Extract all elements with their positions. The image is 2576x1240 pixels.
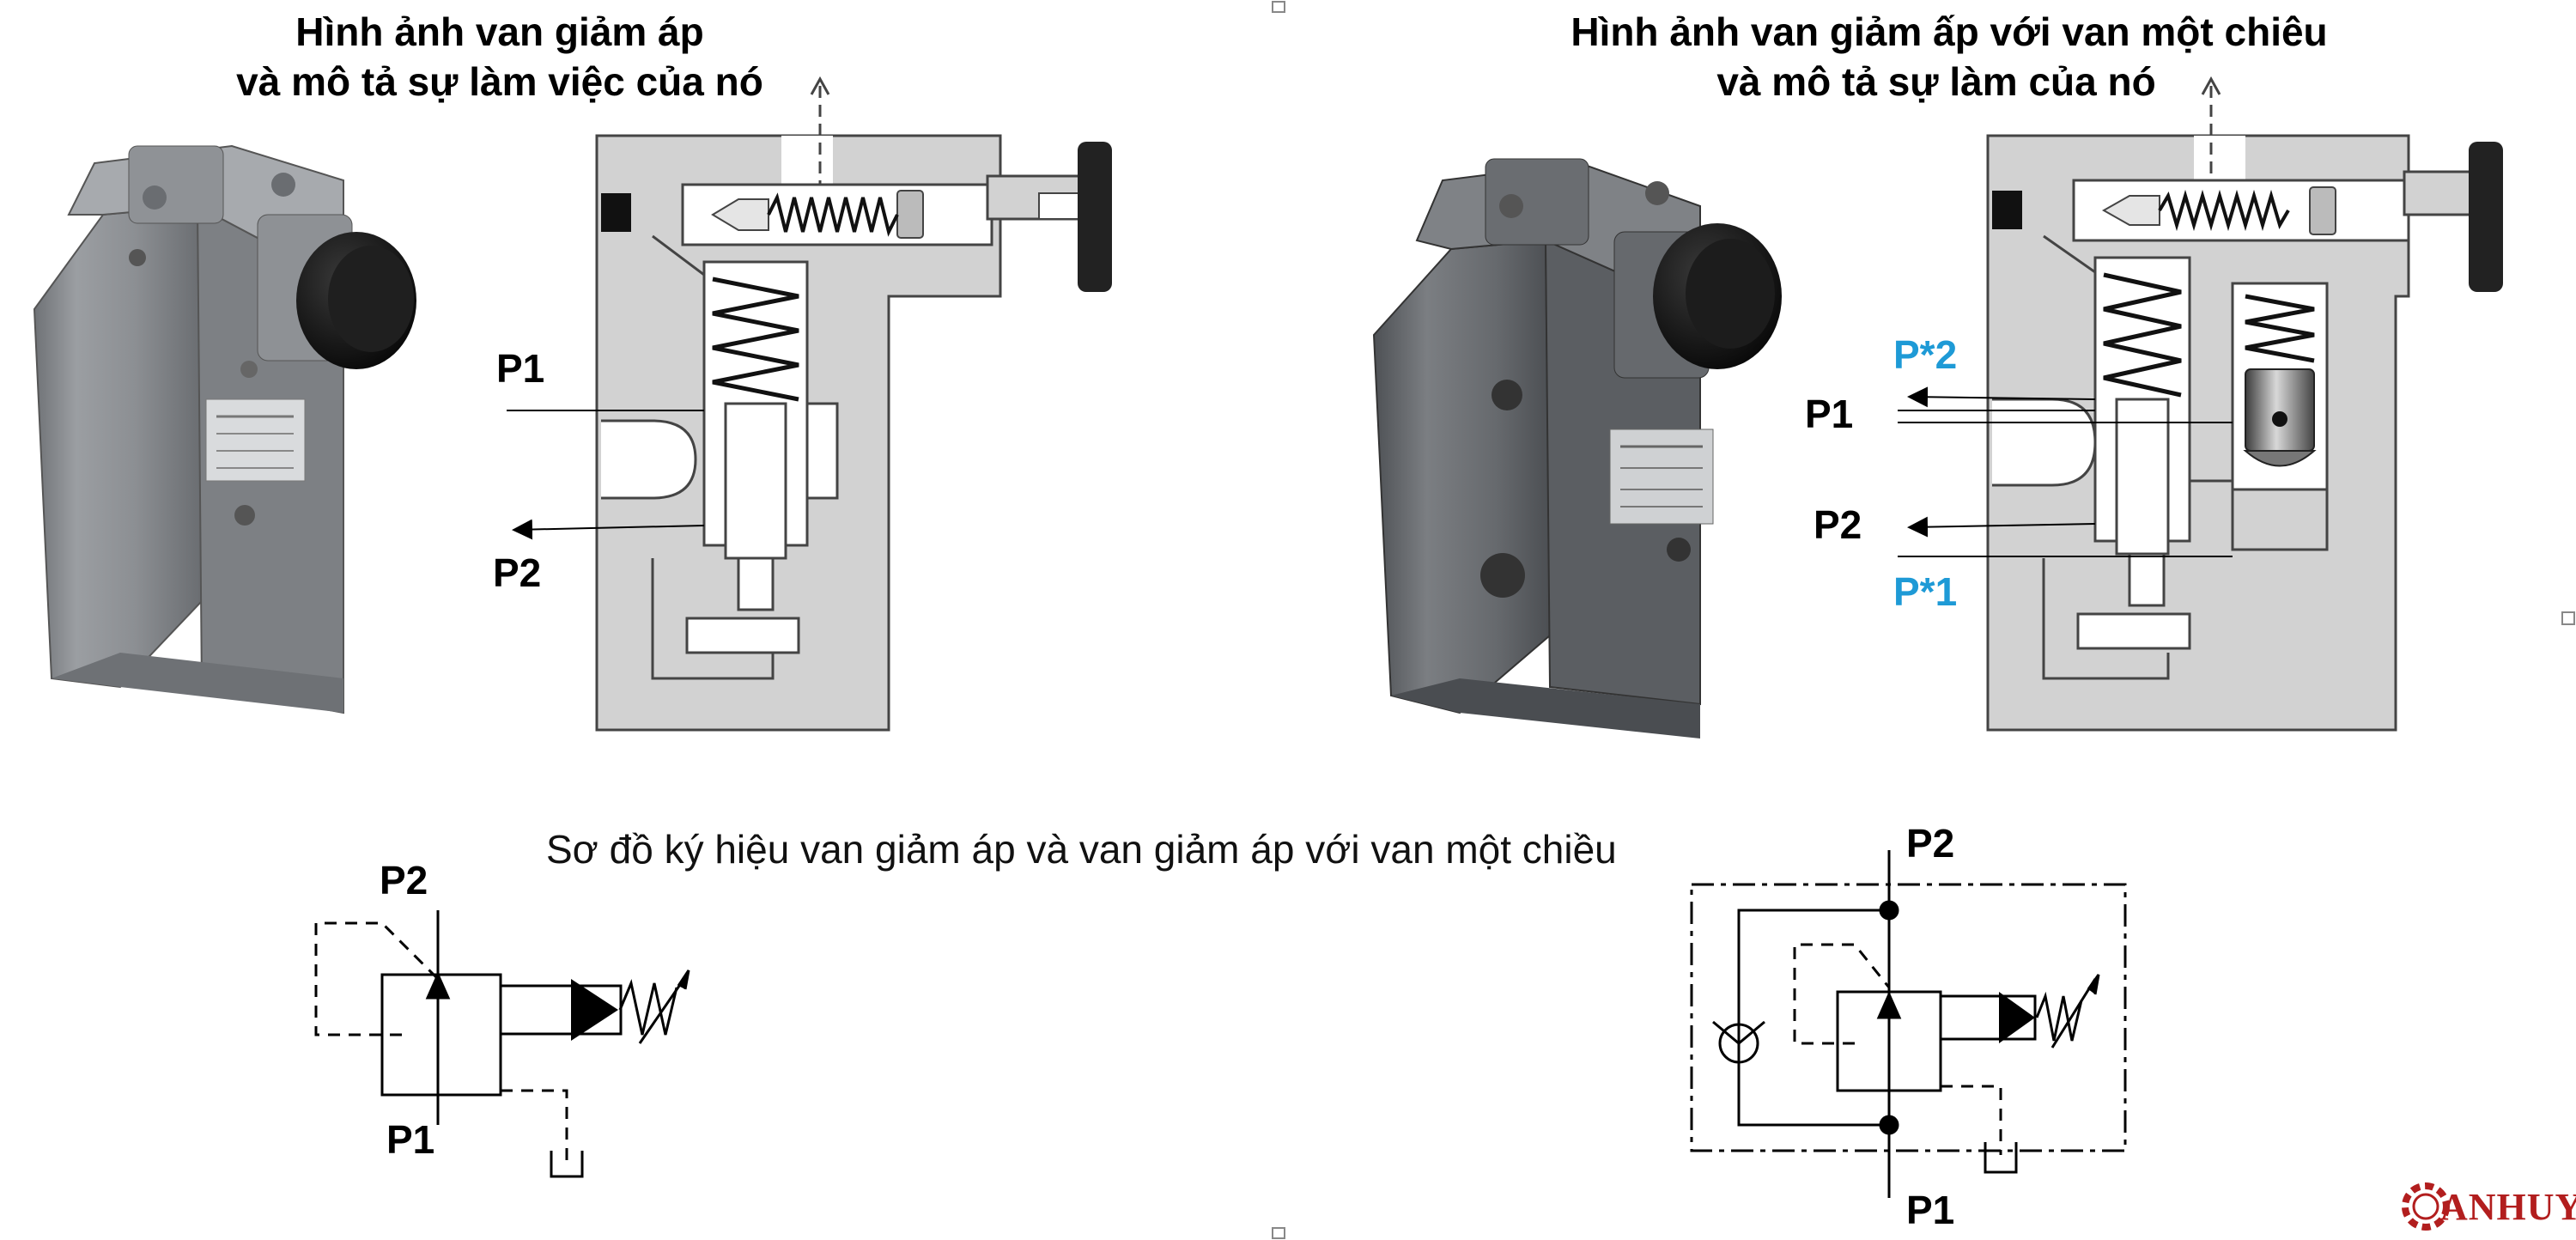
right-symbol-port-p2: P2 (1906, 821, 1955, 866)
left-symbol-port-p2: P2 (380, 858, 428, 903)
right-section-drawing (1898, 76, 2503, 732)
right-title-line1: Hình ảnh van giảm ấp với van một chiêu (1571, 9, 2328, 54)
logo-text: ANHUY (2440, 1186, 2576, 1228)
left-reducing-valve-symbol (314, 910, 690, 1178)
left-title-line2: và mô tả sự làm việc của nó (236, 59, 763, 104)
right-reducing-check-valve-symbol (1690, 850, 2127, 1198)
symbol-caption: Sơ đồ ký hiệu van giảm áp và van giảm áp… (546, 827, 1617, 872)
left-title-line1: Hình ảnh van giảm áp (295, 9, 704, 54)
left-symbol-port-p1: P1 (386, 1117, 435, 1162)
left-title: Hình ảnh van giảm áp và mô tả sự làm việ… (225, 7, 775, 106)
right-valve-photo (1372, 158, 1782, 739)
left-section-drawing (507, 76, 1112, 732)
right-title-line2: và mô tả sự làm của nó (1716, 59, 2156, 104)
right-section-port-p2: P2 (1814, 502, 1862, 547)
right-section-port-pstar2: P*2 (1893, 332, 1958, 377)
left-section-port-p2: P2 (493, 550, 542, 595)
right-symbol-port-p1: P1 (1906, 1188, 1955, 1232)
left-section-port-p1: P1 (496, 346, 545, 391)
left-valve-photo (33, 144, 416, 714)
right-section-port-pstar1: P*1 (1893, 569, 1958, 614)
right-section-port-p1: P1 (1805, 392, 1854, 436)
selection-handles (1272, 1, 2575, 1239)
gear-logo-icon (2402, 1182, 2450, 1231)
right-title: Hình ảnh van giảm ấp với van một chiêu v… (1520, 7, 2379, 106)
